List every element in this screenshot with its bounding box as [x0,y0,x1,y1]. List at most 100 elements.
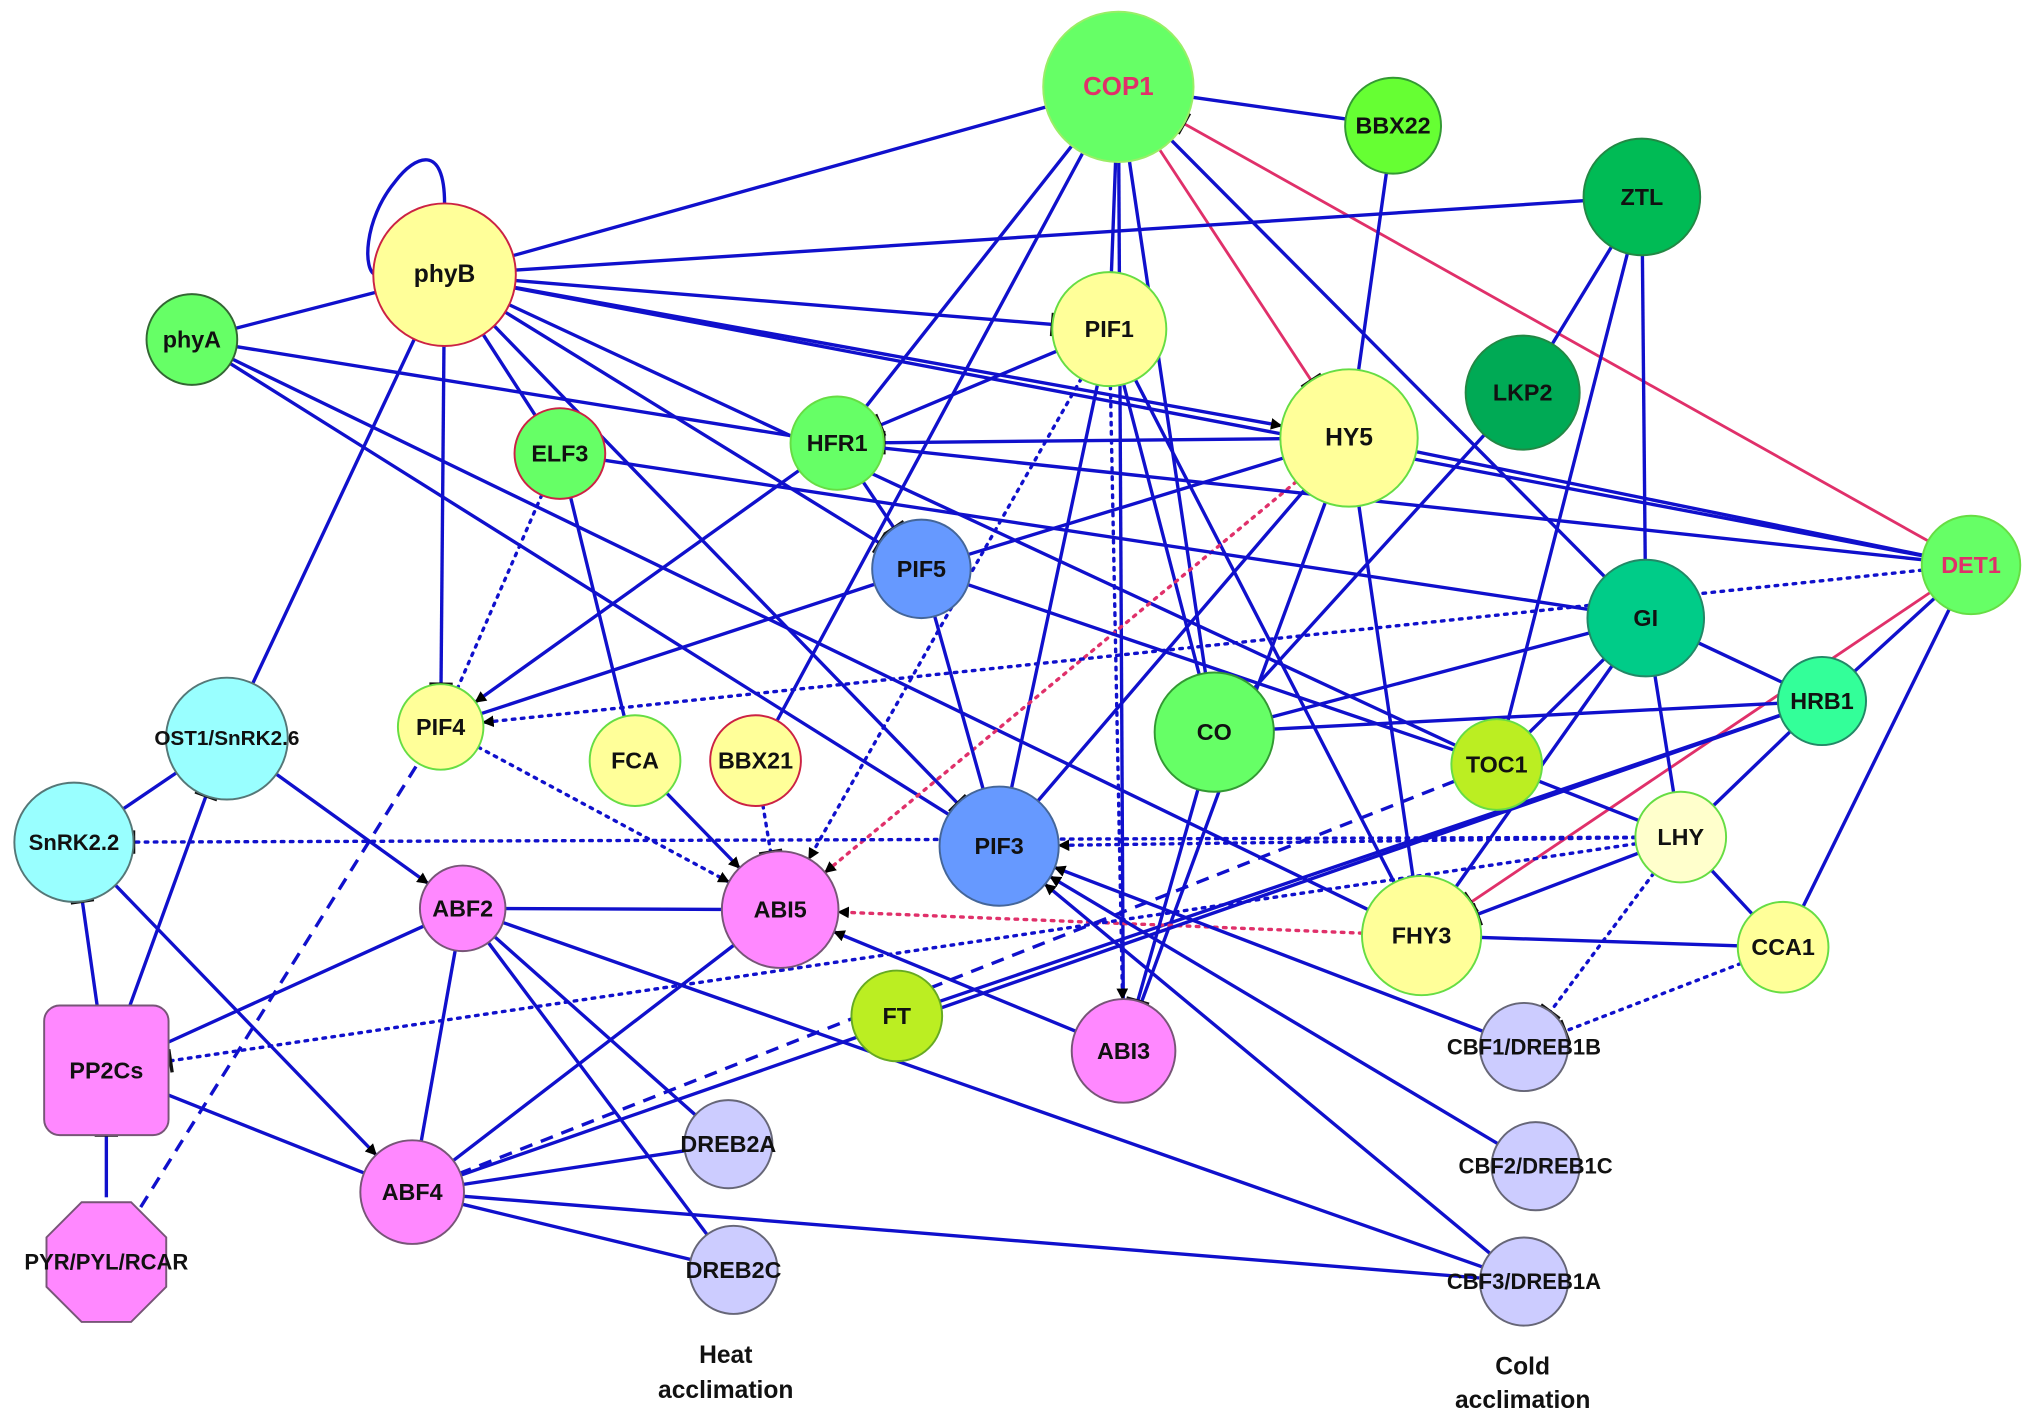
node-shape-ost1[interactable] [164,676,289,801]
node-label-fca: FCA [611,748,659,774]
node-shape-pp2cs[interactable] [43,1004,170,1137]
node-shape-lhy[interactable] [1634,790,1728,884]
node-cbf2[interactable]: CBF2/DREB1C [1459,1121,1613,1212]
node-shape-co[interactable] [1153,671,1275,793]
node-cca1[interactable]: CCA1 [1736,900,1830,994]
node-lhy[interactable]: LHY [1634,790,1728,884]
node-shape-cbf2[interactable] [1490,1121,1581,1212]
edge-COP1-CO [1127,160,1208,674]
node-shape-hy5[interactable] [1279,368,1419,508]
node-shape-abf4[interactable] [359,1139,465,1245]
node-ft[interactable]: FT [850,969,944,1063]
node-shape-det1[interactable] [1920,514,2022,616]
edge-phyB-phyA [235,290,376,330]
node-shape-cbf3[interactable] [1478,1236,1569,1327]
node-abf2[interactable]: ABF2 [418,864,507,953]
node-shape-cbf1[interactable] [1478,1001,1569,1093]
node-fhy3[interactable]: FHY3 [1361,874,1483,997]
node-shape-cop1[interactable] [1042,10,1195,163]
node-shape-abf2[interactable] [418,864,507,953]
node-shape-phyb[interactable] [372,202,517,347]
edge-COP1-BBX22 [1192,95,1346,121]
node-shape-ztl[interactable] [1582,137,1702,257]
edge-phyA-FHY3 [231,357,1369,912]
node-elf3[interactable]: ELF3 [513,407,607,500]
node-shape-dreb2a[interactable] [683,1099,774,1190]
node-bbx21[interactable]: BBX21 [709,714,802,807]
node-dreb2a[interactable]: DREB2A [680,1099,776,1190]
node-label-abi3: ABI3 [1097,1038,1150,1064]
node-co[interactable]: CO [1153,671,1275,793]
node-shape-elf3[interactable] [513,407,607,500]
node-pp2cs[interactable]: PP2Cs [43,1004,170,1137]
node-shape-lkp2[interactable] [1464,334,1581,451]
node-cop1[interactable]: COP1 [1042,10,1195,163]
heat-acclimation-label-line2: acclimation [658,1377,793,1404]
node-shape-snrk22[interactable] [13,781,135,903]
node-label-bbx21: BBX21 [718,748,793,774]
node-label-lhy: LHY [1657,824,1704,850]
node-shape-pif1[interactable] [1051,271,1168,388]
edge-OST1-SnRK22 [122,771,178,811]
node-abi5[interactable]: ABI5 [720,850,840,969]
node-abi3[interactable]: ABI3 [1070,998,1177,1104]
node-dreb2c[interactable]: DREB2C [686,1224,782,1315]
node-ost1[interactable]: OST1/SnRK2.6 [154,676,299,801]
edge-phyA-HFR1 [236,345,792,438]
node-pif1[interactable]: PIF1 [1051,271,1168,388]
node-shape-fca[interactable] [588,714,682,807]
node-phyb[interactable]: phyB [372,202,517,347]
node-snrk22[interactable]: SnRK2.2 [13,781,135,903]
node-shape-abi3[interactable] [1070,998,1177,1104]
node-hrb1[interactable]: HRB1 [1776,655,1868,747]
node-shape-pyr[interactable] [45,1201,168,1323]
node-shape-bbx22[interactable] [1344,76,1442,175]
node-label-dreb2a: DREB2A [680,1131,776,1157]
node-shape-bbx21[interactable] [709,714,802,807]
node-ztl[interactable]: ZTL [1582,137,1702,257]
node-phya[interactable]: phyA [145,293,239,386]
node-shape-hfr1[interactable] [789,395,885,491]
edge-DET1-HRB1 [1853,596,1936,673]
node-shape-phya[interactable] [145,293,239,386]
node-det1[interactable]: DET1 [1920,514,2022,616]
node-bbx22[interactable]: BBX22 [1344,76,1442,175]
edge-ABF2-ABF4 [419,950,457,1142]
node-label-abf2: ABF2 [432,895,493,921]
edge-PP2Cs-ABF4 [165,1092,365,1175]
node-hy5[interactable]: HY5 [1279,368,1419,508]
node-shape-toc1[interactable] [1450,718,1544,811]
edge-PIF5-PIF3 [933,615,985,790]
node-pif3[interactable]: PIF3 [938,785,1060,907]
node-pif5[interactable]: PIF5 [871,518,972,620]
node-shape-ft[interactable] [850,969,944,1063]
node-shape-hrb1[interactable] [1776,655,1868,747]
node-shape-pif3[interactable] [938,785,1060,907]
node-pyr[interactable]: PYR/PYL/RCAR [24,1201,188,1323]
node-abf4[interactable]: ABF4 [359,1139,465,1245]
node-shape-cca1[interactable] [1736,900,1830,994]
edge-COP1-GI [1170,138,1606,578]
node-shape-fhy3[interactable] [1361,874,1483,997]
node-shape-abi5[interactable] [720,850,840,969]
edge-HY5-FHY3 [1357,505,1415,877]
node-shape-pif4[interactable] [396,683,485,771]
node-toc1[interactable]: TOC1 [1450,718,1544,811]
node-hfr1[interactable]: HFR1 [789,395,885,491]
node-shape-pif5[interactable] [871,518,972,620]
node-label-pif3: PIF3 [975,833,1024,859]
node-lkp2[interactable]: LKP2 [1464,334,1581,451]
node-cbf3[interactable]: CBF3/DREB1A [1447,1236,1601,1327]
node-pif4[interactable]: PIF4 [396,683,485,771]
node-fca[interactable]: FCA [588,714,682,807]
node-shape-gi[interactable] [1586,558,1706,678]
edge-PP2Cs-ABF2 [164,924,425,1046]
edge-LHY-CBF1 [1548,871,1656,1014]
node-gi[interactable]: GI [1586,558,1706,678]
edge-COP1-PIF1 [1109,161,1118,273]
node-cbf1[interactable]: CBF1/DREB1B [1447,1001,1601,1093]
edge-phyB-ELF3 [481,333,537,417]
edge-OST1-ABF2 [275,772,429,885]
node-shape-dreb2c[interactable] [688,1224,779,1315]
edge-ZTL-TOC1 [1506,253,1630,721]
